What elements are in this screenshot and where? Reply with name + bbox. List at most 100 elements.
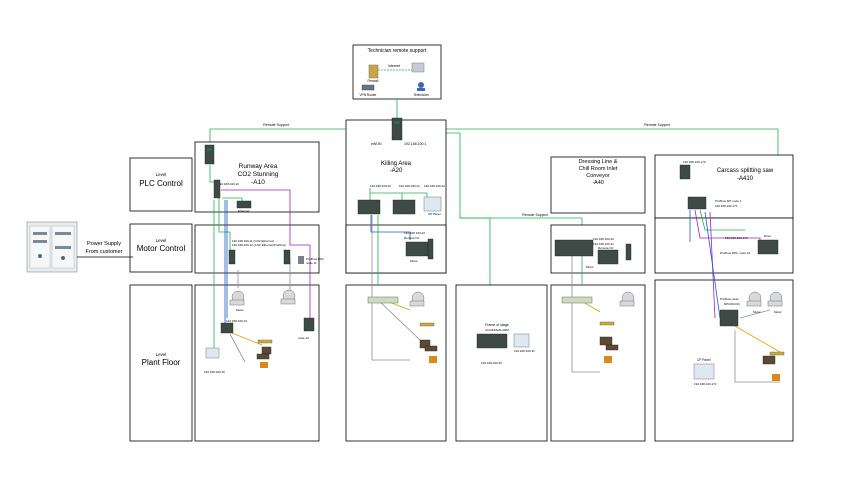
a10-remote-io-rack	[220, 322, 234, 334]
a20-remote-io: Remote I/O	[404, 236, 420, 240]
a10-io-label: 192.168.100.11 (CO2 Ethernet)	[232, 239, 274, 243]
a410-hmi-ip: 192.168.100.171	[694, 382, 717, 386]
a30-plc-rack	[476, 333, 508, 349]
a10-profibus: Profibus DP2	[306, 257, 324, 261]
a10-terminal	[298, 256, 304, 264]
a10-title-3: -A10	[251, 179, 265, 186]
a10-node: node 11	[306, 261, 317, 265]
valve-icon	[261, 346, 272, 355]
a40-title-4: -A40	[592, 180, 604, 186]
a40-motor-label: Motor	[586, 265, 594, 269]
conveyor-icon	[367, 296, 399, 304]
a20-plc1: 192.168.100.20	[370, 184, 391, 188]
warning-light-icon	[260, 362, 268, 368]
conveyor-icon	[561, 296, 593, 304]
remote-support-link-left: Remote Support	[263, 123, 289, 127]
a10-plc	[213, 179, 221, 199]
a40-remote: Remote I/O	[598, 246, 614, 250]
a10-ip: 192.168.100.10	[218, 182, 239, 186]
a40-plc: 192.168.100.40	[593, 237, 614, 241]
a20-hmi	[423, 196, 442, 212]
a20-title-2: -A20	[390, 168, 403, 174]
a40-io: 192.168.100.41	[593, 242, 614, 246]
level-motor-title: Motor Control	[137, 244, 186, 253]
a20-plc2: 192.168.100.21	[399, 184, 420, 188]
warning-light-icon	[429, 356, 437, 363]
a30-title-1: Frame of stage	[485, 323, 509, 327]
remote-support-link-mid: Remote Support	[522, 213, 548, 217]
a410-motor1: Motor	[753, 310, 761, 314]
a40-title-3: Conveyor	[586, 173, 610, 179]
a40-devices: 192.168.100.40 192.168.100.41 Remote I/O…	[554, 237, 635, 373]
power-supply-cabinet	[26, 221, 78, 273]
a10-wiring	[209, 165, 311, 363]
a20-hmi-label: CP Panel	[428, 212, 441, 216]
a40-drive	[625, 243, 632, 261]
a410-devices: 192.168.100.170 Profibus DP, node 1 192.…	[679, 160, 785, 386]
technician-label: Technician	[413, 93, 428, 97]
a40-title-2: Chill Room Inlet	[579, 166, 618, 172]
firewall-icon	[368, 64, 379, 79]
a10-title-2: CO2 Stunning	[238, 171, 279, 178]
technician-icon	[418, 82, 424, 88]
a10-remote-io: 192.168.100.13	[226, 319, 247, 323]
level-plc-title: PLC Control	[139, 179, 183, 188]
remote-support-title: Technician remote support	[368, 48, 427, 54]
a40-plc-rack	[554, 239, 594, 257]
valve-icon	[762, 355, 776, 365]
a40-remote-io-rack	[597, 249, 619, 265]
a410-profibus2: Profibus DP2, node 10	[720, 251, 751, 255]
warning-light-icon	[604, 356, 612, 363]
a20-motor-label: Motor	[410, 259, 418, 263]
sensor-icon	[419, 322, 435, 327]
a410-hmi	[693, 363, 715, 380]
a10-profibus-node	[303, 317, 315, 332]
internet-label: Internet	[388, 64, 400, 68]
level-plc-control: Level PLC Control	[129, 157, 193, 212]
a10-io-rack	[236, 200, 252, 209]
a410-hmi-label: CP Panel	[697, 358, 711, 362]
power-supply-label-1: Power Supply	[87, 241, 121, 247]
sensor-icon	[769, 351, 785, 356]
a10-io2-label: 192.168.100.12 (CO2 Ethernet/Profibus)	[232, 243, 286, 247]
ewon-router	[391, 117, 403, 141]
a10-hmi	[205, 347, 220, 359]
a410-switch	[679, 164, 691, 180]
level-plant-title: Plant Floor	[142, 358, 181, 367]
a410-motor2: Motor	[774, 310, 782, 314]
a10-devices: 192.168.100.10 Ethernet 192.168.100.11 (…	[204, 144, 324, 374]
sensor-icon	[599, 321, 615, 326]
a30-ip2: 192.168.100.31	[514, 349, 535, 353]
firewall-label: Firewall	[368, 79, 379, 83]
a410-remote-io-rack	[719, 309, 739, 327]
warning-light-icon	[772, 374, 780, 381]
a410-drive	[757, 239, 779, 255]
a30-title-2: ACCESS/ALARM	[485, 328, 509, 332]
a10-switch	[204, 144, 215, 165]
a20-remote: 192.168.100.23	[404, 231, 425, 235]
sensor-icon	[257, 339, 273, 344]
a20-devices: eWON 192.168.100.1 192.168.100.20 192.16…	[357, 117, 445, 363]
vpn-router-icon	[361, 84, 375, 91]
a10-plc-label: Ethernet	[238, 209, 250, 213]
area-a10: Runway Area CO2 Stunning -A10	[194, 141, 320, 442]
motor-icon	[746, 291, 762, 307]
a30-hmi	[513, 333, 530, 348]
level-plant-small: Level	[156, 352, 167, 357]
a10-motor-label: Motor	[236, 308, 244, 312]
a10-title-1: Runway Area	[239, 163, 278, 170]
laptop-icon	[411, 62, 425, 73]
a410-ip: 192.168.100.170	[683, 160, 706, 164]
a10-node12: node 12	[298, 336, 309, 340]
a20-ip: 192.168.100.1	[404, 142, 426, 146]
a410-profibus1: Profibus DP, node 1	[715, 199, 742, 203]
a20-plc3: 192.168.100.22	[424, 184, 445, 188]
a410-title-1: Carcass splitting saw	[717, 168, 774, 174]
a20-ewon: eWON	[371, 142, 382, 146]
motor-icon	[280, 289, 296, 305]
level-motor-control: Level Motor Control	[129, 223, 193, 273]
a20-title-1: Killing Area	[381, 161, 412, 167]
a410-node: DP/ASCON	[724, 302, 740, 306]
a20-plc-rack-1	[357, 199, 381, 215]
